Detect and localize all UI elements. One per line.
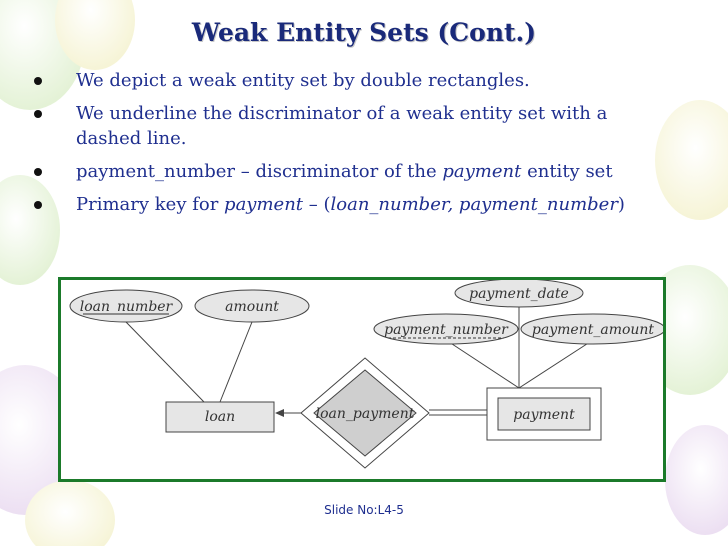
attribute-amount-label: amount [225, 299, 279, 315]
attribute-payment-date [454, 280, 584, 308]
slide-number: Slide No:L4-5 [324, 503, 404, 517]
attribute-payment-date-label: payment_date [469, 286, 569, 302]
link-loan-number-to-loan [125, 321, 205, 403]
balloon-shape [655, 100, 728, 220]
balloon-shape [55, 0, 135, 70]
bullet-item: We underline the discriminator of a weak… [24, 101, 674, 151]
balloon-shape [665, 425, 728, 535]
attribute-payment-number [373, 313, 519, 345]
bullet-item: Primary key for payment – (loan_number, … [24, 192, 674, 217]
attribute-payment-amount [520, 313, 663, 345]
attribute-loan-number-label: loan_number [80, 299, 174, 315]
attribute-amount [194, 289, 310, 323]
entity-payment-label: payment [513, 407, 575, 423]
balloon-shape [0, 175, 60, 285]
relationship-loan-payment-inner [313, 369, 417, 457]
link-payment-amount-to-payment [518, 339, 594, 389]
entity-payment-inner [497, 397, 591, 431]
balloon-shape [25, 480, 115, 546]
relationship-loan-payment-label: loan_payment [316, 406, 415, 422]
link-payment-number-to-payment [445, 339, 520, 389]
entity-loan-label: loan [205, 409, 235, 425]
bullet-list: We depict a weak entity set by double re… [24, 68, 674, 225]
er-diagram: loan_number amount payment_date payment_… [69, 280, 663, 469]
slide-title: Weak Entity Sets (Cont.) [191, 18, 537, 47]
entity-loan [165, 401, 275, 433]
bullet-item: We depict a weak entity set by double re… [24, 68, 674, 93]
attribute-payment-number-label: payment_number [384, 322, 509, 338]
attribute-payment-amount-label: payment_amount [532, 322, 655, 338]
arrow-head [275, 409, 284, 417]
er-diagram-frame: loan_number amount payment_date payment_… [58, 277, 666, 482]
link-amount-to-loan [219, 321, 253, 403]
bullet-item: payment_number – discriminator of the pa… [24, 159, 674, 184]
